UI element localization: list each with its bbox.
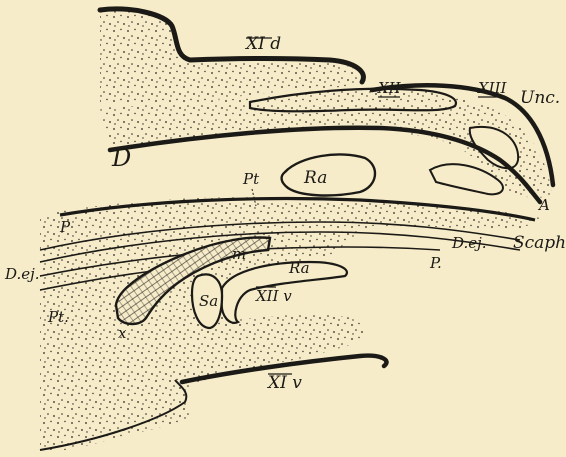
label-xid: XI d bbox=[244, 34, 281, 54]
label-unc: Unc. bbox=[520, 88, 560, 108]
label-d-cavity: D bbox=[111, 144, 131, 172]
label-xiii: XIII bbox=[477, 79, 508, 97]
label-ra-top: Ra bbox=[303, 168, 327, 188]
outline-xii bbox=[250, 89, 456, 112]
label-sa: Sa bbox=[199, 292, 218, 310]
label-x: x bbox=[118, 324, 127, 342]
label-dej-right: D.ej. bbox=[451, 234, 487, 252]
label-p-right: P. bbox=[429, 254, 442, 272]
label-pt-top: Pt bbox=[242, 170, 260, 188]
label-p-left: P bbox=[59, 218, 71, 236]
label-ra-mid: Ra bbox=[288, 259, 310, 277]
label-xiv: XI v bbox=[266, 373, 302, 393]
label-xiiv: XII v bbox=[255, 287, 292, 305]
label-dej-left: D.ej. bbox=[4, 265, 40, 283]
ra-upper-cavity bbox=[282, 154, 375, 195]
label-scaph: Scaph. bbox=[513, 233, 566, 253]
label-xii: XII bbox=[377, 79, 402, 97]
label-m: m bbox=[232, 245, 246, 263]
label-a: A bbox=[537, 196, 550, 214]
label-pt-left: Pt. bbox=[47, 308, 69, 326]
